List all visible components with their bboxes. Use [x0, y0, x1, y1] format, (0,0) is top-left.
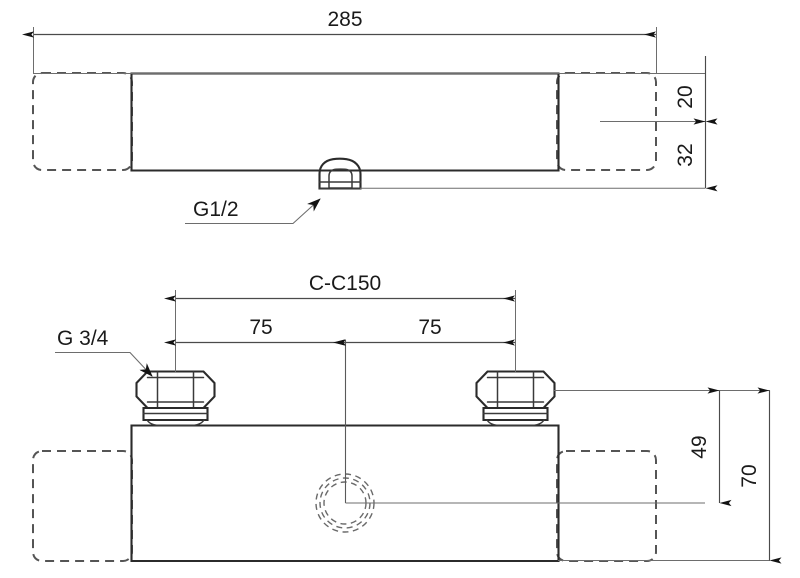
- dim-70-label: 70: [738, 464, 761, 487]
- right-inlet-nut: [475, 370, 556, 427]
- right-nut-collar: [482, 406, 549, 422]
- dim-75-left-label: 75: [249, 316, 272, 339]
- bottom-view-left-hidden-plate: [32, 450, 133, 562]
- top-view-group: 285 20 32 G1/2: [22, 8, 718, 225]
- left-nut-collar: [142, 406, 209, 422]
- note-g34-label: G 3/4: [57, 327, 109, 350]
- left-nut-hex-outline: [135, 370, 216, 410]
- note-g12-leader-line: [185, 198, 321, 225]
- dim-cc150-label: C-C150: [309, 272, 381, 295]
- dim-285-label: 285: [327, 8, 362, 31]
- right-nut-hex-outline: [475, 370, 556, 410]
- dim-70-group: 70: [738, 387, 782, 564]
- top-view-left-hidden-plate: [32, 72, 133, 171]
- bottom-view-right-hidden-plate: [556, 450, 657, 562]
- right-nut-base-flange: [486, 419, 545, 427]
- note-g34-leader-line: [55, 351, 153, 377]
- outlet-boss-inner-bore: [328, 168, 353, 189]
- dim-285-group: 285: [22, 8, 657, 74]
- dim-75-left-group: 75: [164, 316, 345, 346]
- note-g12-group: G1/2: [185, 198, 321, 225]
- top-view-right-hidden-plate: [556, 72, 657, 171]
- dim-20-group: 20: [674, 56, 718, 125]
- left-nut-base-flange: [146, 419, 205, 427]
- bottom-view-group: C-C150 75 75 49 70 G 3/4: [32, 272, 782, 564]
- top-view-outlet-boss: [318, 157, 362, 190]
- dim-75-right-group: 75: [334, 316, 515, 346]
- dim-75-right-label: 75: [418, 316, 441, 339]
- dim-32-group: 32: [674, 118, 718, 192]
- dim-49-label: 49: [688, 435, 711, 458]
- note-g12-label: G1/2: [193, 198, 239, 221]
- dim-32-label: 32: [674, 143, 697, 166]
- outlet-boss-outer: [318, 157, 362, 190]
- note-g34-group: G 3/4: [55, 327, 153, 377]
- dim-49-group: 49: [688, 387, 732, 507]
- top-view-body-outline: [130, 72, 560, 172]
- dim-cc150-group: C-C150: [164, 272, 516, 372]
- left-inlet-nut: [135, 370, 216, 427]
- dim-20-label: 20: [674, 85, 697, 108]
